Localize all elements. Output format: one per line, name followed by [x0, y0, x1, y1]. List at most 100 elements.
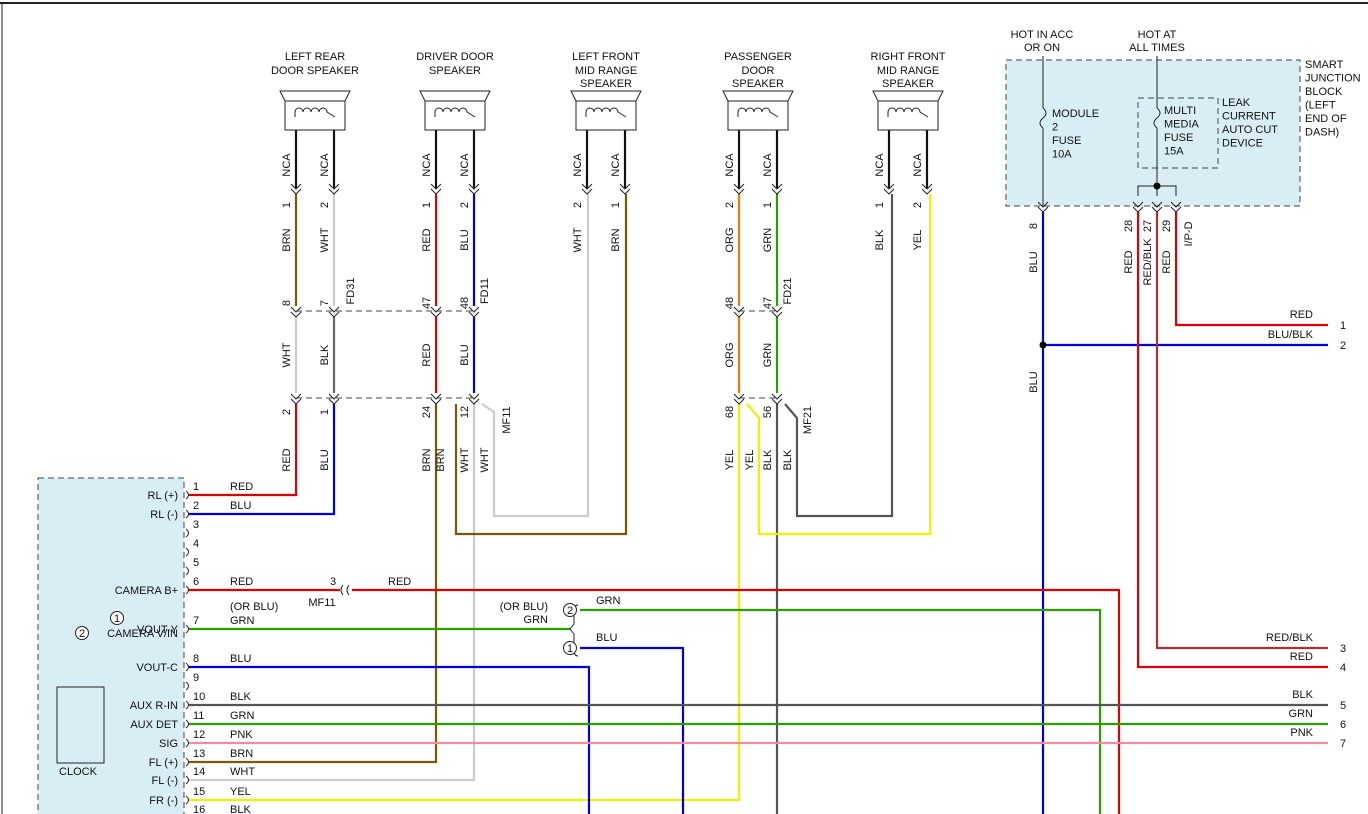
pin-number: 8	[281, 300, 293, 306]
speaker-title: SPEAKER	[429, 65, 481, 77]
speaker-connector	[581, 183, 593, 195]
smart-junction-block	[1005, 59, 1301, 207]
radio-pin-number: 3	[193, 519, 199, 531]
wire-color-label: BLU	[1028, 251, 1040, 272]
wire-color-label: GRN	[596, 595, 621, 607]
radio-pin-number: 10	[193, 691, 205, 703]
wire	[188, 404, 336, 516]
speaker-0-housing	[279, 90, 351, 102]
wire-color-label: YEL	[724, 450, 736, 471]
radio-wire-color: RED	[230, 481, 253, 493]
radio-wire-color: WHT	[230, 766, 255, 778]
junction-block-title: BLOCK	[1305, 86, 1343, 98]
radio-pin-connector	[185, 624, 189, 634]
radio-pin-connector	[185, 528, 189, 538]
connector-mark	[771, 306, 783, 318]
pin-number: 2	[912, 202, 924, 208]
speaker-2-coil-icon	[585, 107, 627, 118]
fuse-label: MEDIA	[1164, 119, 1200, 131]
radio-pin-number: 1	[193, 481, 199, 493]
speaker-2-body	[575, 100, 637, 131]
nca-label: NCA	[572, 153, 584, 177]
pin-number: 12	[459, 406, 471, 418]
radio-wire-color: YEL	[230, 786, 251, 798]
junction-block-title: SMART	[1305, 59, 1344, 71]
radio-pin-name: VOUT-Y	[137, 624, 179, 636]
fuse-label: 15A	[1164, 146, 1184, 158]
connector-id: MF11	[501, 406, 513, 433]
circle-marker-1	[110, 611, 124, 625]
radio-pin-number: 8	[193, 653, 199, 665]
wire-color-label: GRN	[524, 614, 549, 626]
hot-always-label: ALL TIMES	[1129, 42, 1185, 54]
radio-pin-number: 6	[193, 576, 199, 588]
connector-mark	[771, 393, 783, 405]
speaker-title: DOOR SPEAKER	[271, 65, 359, 77]
radio-pin-number: 7	[193, 615, 199, 627]
radio-pin-connector	[185, 681, 189, 691]
speaker-connector	[619, 183, 631, 195]
pin-number: 1	[874, 202, 886, 208]
right-terminal-number: 1	[1340, 320, 1346, 332]
speaker-connector	[290, 183, 302, 195]
radio-wire-color: GRN	[230, 615, 255, 627]
right-terminal-number: 5	[1340, 700, 1346, 712]
junction-pin-connector	[1170, 201, 1182, 213]
radio-pin-name: SIG	[159, 738, 178, 750]
pin-number: 68	[724, 406, 736, 418]
speaker-title: RIGHT FRONT	[871, 51, 946, 63]
wire	[188, 404, 741, 802]
radio-pin-name: RL (+)	[148, 490, 178, 502]
pin-number: 24	[421, 406, 433, 418]
nca-label: NCA	[319, 153, 331, 177]
radio-pin-connector	[185, 795, 189, 805]
fuse-label: 10A	[1052, 149, 1072, 161]
wire-color-label: BLU	[596, 632, 617, 644]
speaker-title: SPEAKER	[882, 78, 934, 90]
wire	[1155, 212, 1328, 650]
leak-device-label: LEAK	[1222, 97, 1251, 109]
nca-label: NCA	[874, 153, 886, 177]
speaker-4-body	[877, 100, 939, 131]
connector-mark	[290, 393, 302, 405]
right-terminal-color: RED	[1290, 309, 1313, 321]
nca-label: NCA	[912, 153, 924, 177]
radio-pin-number: 16	[193, 804, 205, 814]
junction-pin-connector	[1132, 201, 1144, 213]
wire	[454, 194, 628, 536]
wire	[580, 608, 1102, 814]
radio-pin-connector	[185, 775, 189, 785]
radio-wire-color: RED	[230, 576, 253, 588]
wire-color-label: RED	[388, 576, 411, 588]
connector-id: I/P-D	[1183, 221, 1195, 246]
fuse-label: 2	[1052, 122, 1058, 134]
wire-color-label: RED	[421, 343, 433, 366]
right-terminal-number: 2	[1340, 340, 1346, 352]
connector-mark	[328, 306, 340, 318]
radio-pin-number: 13	[193, 748, 205, 760]
speaker-title: DOOR	[742, 65, 775, 77]
wire-color-label: BLK	[319, 344, 331, 365]
circle-marker-label: 1	[567, 643, 573, 655]
wire	[784, 194, 894, 518]
radio-pin-number: 12	[193, 729, 205, 741]
radio-pin-name: FR (-)	[149, 795, 178, 807]
speaker-title: MID RANGE	[575, 65, 637, 77]
junction-block-title: (LEFT	[1305, 100, 1336, 112]
wire-color-label: BRN	[610, 228, 622, 251]
pin-number: 7	[319, 300, 331, 306]
right-terminal-number: 6	[1340, 719, 1346, 731]
radio-pin-name: RL (-)	[150, 509, 178, 521]
wire-color-label: BRN	[421, 448, 433, 471]
radio-pin-name: FL (+)	[149, 757, 178, 769]
wire-color-label: WHT	[281, 342, 293, 367]
wire-color-label: RED	[1123, 250, 1135, 273]
wire-color-label: WHT	[479, 447, 491, 472]
pin-number: 56	[762, 406, 774, 418]
connector-id: FD31	[345, 278, 357, 305]
fuse-icon	[1039, 107, 1047, 129]
wire-color-label: RED	[421, 228, 433, 251]
pin-number: 1	[319, 409, 331, 415]
radio-pin-connector	[185, 662, 189, 672]
